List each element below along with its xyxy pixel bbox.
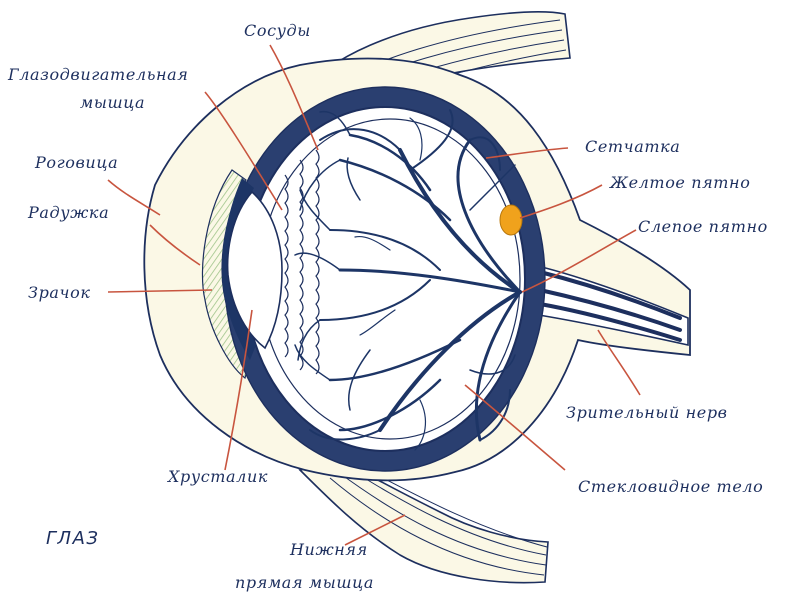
- lens: [226, 190, 283, 350]
- label-oculomotor-line2: мышца: [80, 93, 145, 112]
- leader-pupil: [107, 289, 213, 293]
- label-inferior-line2: прямая мышца: [235, 573, 374, 592]
- label-lens: Хрусталик: [166, 467, 268, 486]
- label-inferior-line1: Нижняя: [289, 540, 368, 559]
- blood-vessels: [294, 109, 522, 451]
- leader-lens: [224, 309, 253, 471]
- leader-blind-spot: [521, 229, 637, 293]
- leader-lines: [107, 44, 641, 546]
- label-retina: Сетчатка: [585, 137, 680, 156]
- leader-optic-nerve: [597, 329, 641, 396]
- label-pupil: Зрачок: [28, 283, 91, 302]
- leader-macula: [519, 184, 603, 219]
- macula: [499, 204, 523, 236]
- label-macula: Желтое пятно: [609, 173, 750, 192]
- label-iris: Радужка: [27, 203, 109, 222]
- vitreous-body: [259, 118, 521, 440]
- label-vessels: Сосуды: [244, 21, 311, 40]
- leader-inferior: [344, 514, 406, 546]
- ciliary-folds: [284, 149, 320, 375]
- leader-iris: [149, 224, 201, 266]
- iris: [222, 178, 256, 360]
- leader-cornea: [107, 179, 161, 216]
- label-optic-nerve: Зрительный нерв: [566, 403, 728, 422]
- optic-nerve: [519, 261, 689, 346]
- leader-vessels: [269, 44, 319, 151]
- label-blind-spot: Слепое пятно: [638, 217, 768, 236]
- label-cornea: Роговица: [34, 153, 118, 172]
- label-vitreous: Стекловидное тело: [578, 477, 763, 496]
- label-oculomotor-line1: Глазодвигательная: [7, 65, 188, 84]
- diagram-title: ГЛАЗ: [46, 528, 99, 549]
- leader-oculomotor: [204, 91, 283, 211]
- inferior-muscle: [298, 461, 549, 584]
- leader-vitreous: [464, 384, 566, 471]
- leader-retina: [485, 147, 569, 159]
